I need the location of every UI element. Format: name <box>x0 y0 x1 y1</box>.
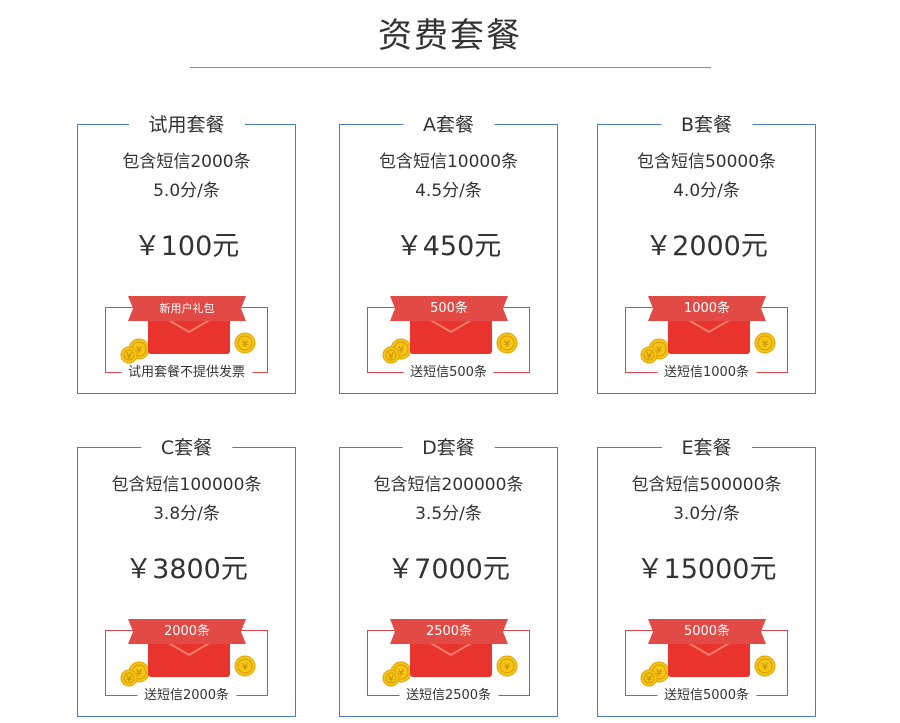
gift-box: ¥¥短信大礼包¥ 2500条 送短信2500条 <box>367 619 530 703</box>
title-divider <box>190 67 711 68</box>
gift-tag-label: 2500条 <box>425 624 473 639</box>
svg-text:¥: ¥ <box>242 662 248 673</box>
package-sms-count: 包含短信500000条 <box>631 475 782 495</box>
svg-text:¥: ¥ <box>398 668 404 679</box>
gold-coin-icon: ¥ <box>234 332 256 358</box>
gift-tag: 1000条 <box>648 296 766 321</box>
gift-note: 送短信2000条 <box>136 688 237 703</box>
gift-tag-label: 新用户礼包 <box>159 302 215 315</box>
package-rate: 4.5分/条 <box>415 181 482 201</box>
package-sms-count: 包含短信2000条 <box>122 152 251 172</box>
svg-text:¥: ¥ <box>504 662 510 673</box>
svg-text:¥: ¥ <box>136 345 142 356</box>
svg-text:¥: ¥ <box>646 674 652 685</box>
package-card-b[interactable]: B套餐 包含短信50000条 4.0分/条 ￥2000元 ¥¥短信大礼包¥ 10… <box>597 114 816 394</box>
svg-text:¥: ¥ <box>398 345 404 356</box>
package-card-d[interactable]: D套餐 包含短信200000条 3.5分/条 ￥7000元 ¥¥短信大礼包¥ 2… <box>339 437 558 717</box>
svg-text:¥: ¥ <box>126 351 132 362</box>
package-sms-count: 包含短信100000条 <box>111 475 262 495</box>
package-name: D套餐 <box>402 437 495 459</box>
svg-text:¥: ¥ <box>656 668 662 679</box>
svg-text:¥: ¥ <box>656 345 662 356</box>
gift-tag-label: 5000条 <box>683 624 731 639</box>
gold-coin-icon: ¥ <box>382 669 400 691</box>
package-name: C套餐 <box>140 437 233 459</box>
gold-coin-icon: ¥ <box>120 669 138 691</box>
gold-coin-icon: ¥ <box>496 655 518 681</box>
package-sms-count: 包含短信10000条 <box>378 152 519 172</box>
gift-note: 试用套餐不提供发票 <box>120 365 253 380</box>
gift-box: ¥¥短信大礼包¥ 500条 送短信500条 <box>367 296 530 380</box>
package-sms-count: 包含短信200000条 <box>373 475 524 495</box>
gift-tag-label: 1000条 <box>683 301 731 316</box>
package-card-e[interactable]: E套餐 包含短信500000条 3.0分/条 ￥15000元 ¥¥短信大礼包¥ … <box>597 437 816 717</box>
gold-coin-icon: ¥ <box>754 332 776 358</box>
package-name: B套餐 <box>660 114 753 136</box>
package-name: A套餐 <box>403 114 494 136</box>
gift-tag-label: 500条 <box>430 301 468 316</box>
gold-coin-icon: ¥ <box>496 332 518 358</box>
package-card-trial[interactable]: 试用套餐 包含短信2000条 5.0分/条 ￥100元 ¥¥短信大礼包¥ 新用户… <box>77 114 296 394</box>
svg-text:¥: ¥ <box>646 351 652 362</box>
package-price: ￥2000元 <box>645 231 768 262</box>
package-rate: 5.0分/条 <box>153 181 220 201</box>
gift-box: ¥¥短信大礼包¥ 1000条 送短信1000条 <box>625 296 788 380</box>
package-rate: 3.8分/条 <box>153 504 220 524</box>
svg-text:¥: ¥ <box>388 351 394 362</box>
gift-tag: 500条 <box>390 296 508 321</box>
gift-note: 送短信5000条 <box>656 688 757 703</box>
package-rate: 4.0分/条 <box>673 181 740 201</box>
gold-coin-icon: ¥ <box>382 346 400 368</box>
gold-coin-icon: ¥ <box>120 346 138 368</box>
svg-text:¥: ¥ <box>126 674 132 685</box>
package-price: ￥15000元 <box>636 554 777 585</box>
package-rate: 3.0分/条 <box>673 504 740 524</box>
svg-text:¥: ¥ <box>242 339 248 350</box>
gift-tag: 2500条 <box>390 619 508 644</box>
package-price: ￥3800元 <box>125 554 248 585</box>
gift-tag: 5000条 <box>648 619 766 644</box>
package-rate: 3.5分/条 <box>415 504 482 524</box>
gift-box: ¥¥短信大礼包¥ 5000条 送短信5000条 <box>625 619 788 703</box>
svg-text:¥: ¥ <box>388 674 394 685</box>
gift-tag: 新用户礼包 <box>128 296 246 321</box>
package-card-c[interactable]: C套餐 包含短信100000条 3.8分/条 ￥3800元 ¥¥短信大礼包¥ 2… <box>77 437 296 717</box>
svg-text:¥: ¥ <box>762 339 768 350</box>
package-sms-count: 包含短信50000条 <box>636 152 777 172</box>
gift-note: 送短信500条 <box>403 365 494 380</box>
gold-coin-icon: ¥ <box>640 346 658 368</box>
gold-coin-icon: ¥ <box>754 655 776 681</box>
gift-tag-label: 2000条 <box>163 624 211 639</box>
gold-coin-icon: ¥ <box>640 669 658 691</box>
gift-tag: 2000条 <box>128 619 246 644</box>
gift-note: 送短信1000条 <box>656 365 757 380</box>
package-name: E套餐 <box>661 437 752 459</box>
gift-note: 送短信2500条 <box>398 688 499 703</box>
package-price: ￥450元 <box>395 231 502 262</box>
svg-text:¥: ¥ <box>504 339 510 350</box>
gift-box: ¥¥短信大礼包¥ 2000条 送短信2000条 <box>105 619 268 703</box>
svg-text:¥: ¥ <box>762 662 768 673</box>
gift-box: ¥¥短信大礼包¥ 新用户礼包 试用套餐不提供发票 <box>105 296 268 380</box>
package-name: 试用套餐 <box>128 114 245 136</box>
package-price: ￥7000元 <box>387 554 510 585</box>
gold-coin-icon: ¥ <box>234 655 256 681</box>
package-price: ￥100元 <box>133 231 240 262</box>
package-card-a[interactable]: A套餐 包含短信10000条 4.5分/条 ￥450元 ¥¥短信大礼包¥ 500… <box>339 114 558 394</box>
page-title: 资费套餐 <box>378 16 522 56</box>
svg-text:¥: ¥ <box>136 668 142 679</box>
